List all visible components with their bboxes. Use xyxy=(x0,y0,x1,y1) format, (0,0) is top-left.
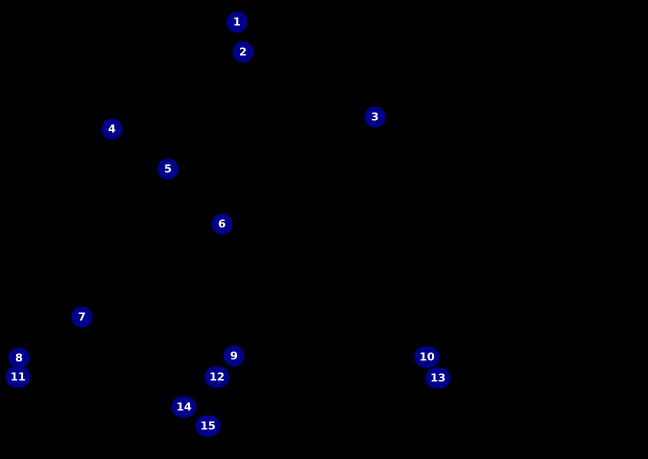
som-mark-10[interactable]: 10 xyxy=(414,346,440,368)
som-mark-1[interactable]: 1 xyxy=(226,11,248,33)
som-mark-3[interactable]: 3 xyxy=(364,106,386,128)
som-mark-6[interactable]: 6 xyxy=(211,213,233,235)
som-mark-12[interactable]: 12 xyxy=(204,366,230,388)
som-mark-13[interactable]: 13 xyxy=(425,367,451,389)
som-mark-14[interactable]: 14 xyxy=(171,396,197,418)
som-mark-5[interactable]: 5 xyxy=(157,158,179,180)
som-mark-8[interactable]: 8 xyxy=(8,347,30,369)
som-mark-2[interactable]: 2 xyxy=(232,41,254,63)
som-mark-9[interactable]: 9 xyxy=(223,345,245,367)
som-mark-7[interactable]: 7 xyxy=(71,306,93,328)
som-mark-11[interactable]: 11 xyxy=(5,366,31,388)
som-mark-15[interactable]: 15 xyxy=(195,415,221,437)
som-mark-4[interactable]: 4 xyxy=(101,118,123,140)
